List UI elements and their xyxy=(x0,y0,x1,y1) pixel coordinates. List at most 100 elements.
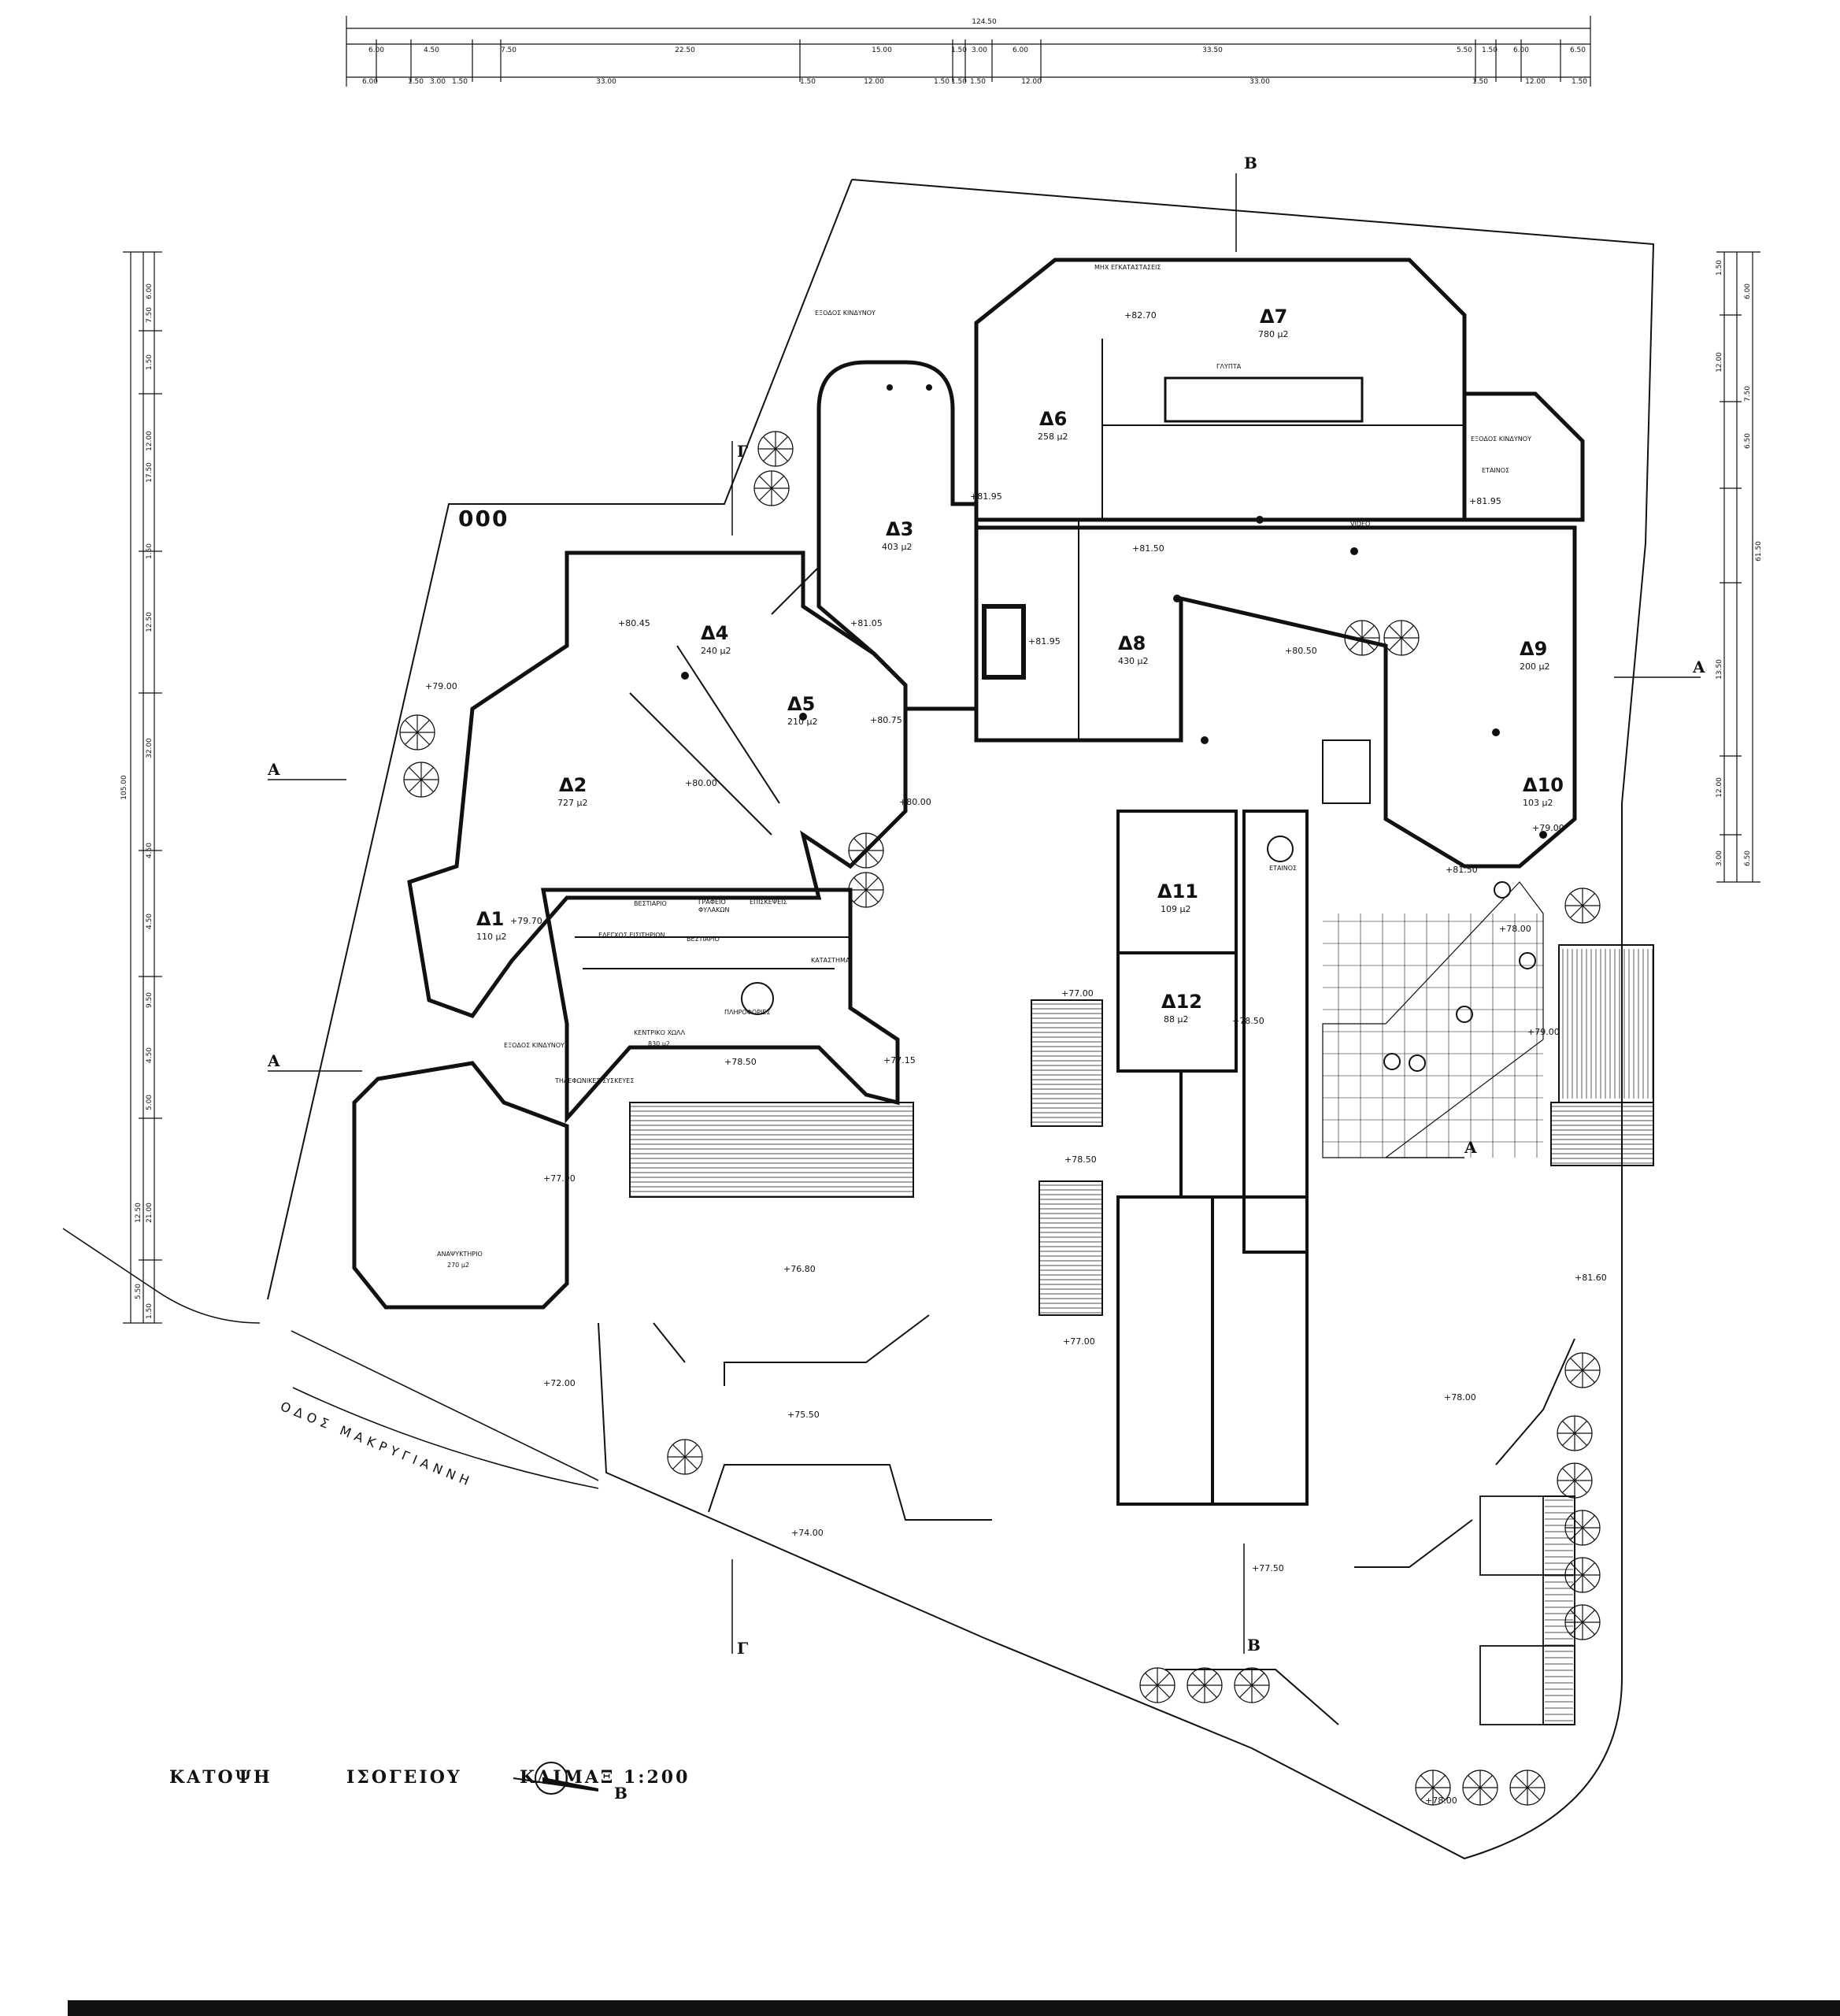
svg-text:+79.00: +79.00 xyxy=(425,681,457,691)
svg-text:3.00: 3.00 xyxy=(1716,850,1723,866)
label-foyer: ΚΕΝΤΡΙΚΟ ΧΩΛΛ xyxy=(634,1029,686,1036)
svg-text:12.00: 12.00 xyxy=(146,431,154,451)
section-a-west-1: Α xyxy=(267,760,280,779)
svg-text:1.50: 1.50 xyxy=(970,78,986,86)
svg-text:+78.50: +78.50 xyxy=(1232,1016,1264,1026)
svg-text:+80.75: +80.75 xyxy=(870,715,902,725)
section-b-north: Β xyxy=(1244,154,1257,172)
tree-icon xyxy=(1509,1770,1546,1806)
section-a-east-1: Α xyxy=(1692,658,1705,676)
terrace-step-lines xyxy=(630,949,1653,1314)
svg-text:+81.50: +81.50 xyxy=(1132,543,1164,554)
label-visits: ΕΠΙΣΚΕΨΕΙΣ xyxy=(750,899,787,906)
room-d1: Δ1 xyxy=(476,908,504,930)
svg-text:+78.50: +78.50 xyxy=(724,1057,757,1067)
room-d3: Δ3 xyxy=(886,518,913,540)
room-d7: Δ7 xyxy=(1260,306,1287,328)
room-d11: Δ11 xyxy=(1157,880,1198,902)
label-office-2: ΦΥΛΑΚΩΝ xyxy=(698,906,729,914)
svg-text:+79.70: +79.70 xyxy=(510,916,542,926)
site-symbol: 000 xyxy=(458,506,509,532)
north-label: Β xyxy=(614,1784,628,1803)
svg-text:12.50: 12.50 xyxy=(135,1203,143,1223)
label-shop: ΚΑΤΑΣΤΗΜΑ xyxy=(811,957,850,964)
landscape-walls xyxy=(653,1314,1575,1725)
exterior-walls xyxy=(352,258,1585,1310)
room-labels: Δ1 110 μ2 Δ2 727 μ2 Δ3 403 μ2 Δ4 240 μ2 … xyxy=(476,306,1564,1025)
tree-icon xyxy=(1187,1667,1223,1703)
svg-text:109 μ2: 109 μ2 xyxy=(1161,904,1191,914)
drawing-title: ΚΑΤΟΨΗ ΙΣΟΓΕΙΟΥ ΚΛΙΜΑΞ 1:200 xyxy=(169,1767,690,1788)
svg-text:+78.50: +78.50 xyxy=(1064,1154,1097,1165)
svg-text:5.50: 5.50 xyxy=(135,1284,143,1299)
svg-text:+81.95: +81.95 xyxy=(1028,636,1061,647)
svg-text:12.00: 12.00 xyxy=(1716,777,1723,798)
svg-text:6.00: 6.00 xyxy=(1013,46,1028,54)
tree-icon xyxy=(753,470,790,506)
title-level: ΙΣΟΓΕΙΟΥ xyxy=(346,1767,462,1788)
interior-walls xyxy=(575,339,1464,969)
section-markers xyxy=(268,173,1701,1654)
column-dots xyxy=(681,384,1547,839)
svg-text:+80.50: +80.50 xyxy=(1285,646,1317,656)
svg-text:403 μ2: 403 μ2 xyxy=(882,542,913,552)
svg-text:9.50: 9.50 xyxy=(146,992,154,1008)
dim-top-total: 124.50 xyxy=(972,18,997,26)
dim-top-row2: 6.00 1.50 3.00 1.50 33.00 1.50 12.00 1.5… xyxy=(362,78,1587,86)
svg-text:+77.00: +77.00 xyxy=(1063,1336,1095,1347)
label-cloakroom-2: ΒΕΣΤΙΑΡΙΟ xyxy=(687,936,720,943)
svg-text:+74.00: +74.00 xyxy=(791,1528,824,1538)
tree-icon xyxy=(1415,1770,1451,1806)
title-scale: ΚΛΙΜΑΞ 1:200 xyxy=(520,1767,690,1788)
svg-text:12.00: 12.00 xyxy=(864,78,884,86)
tree-icon xyxy=(757,431,794,467)
section-labels: Α Α Α Α Β Β Γ Γ xyxy=(267,154,1705,1658)
label-mech: ΜΗΧ ΕΓΚΑΤΑΣΤΑΣΕΙΣ xyxy=(1094,264,1161,271)
courtyard-paving xyxy=(1322,881,1544,1158)
svg-text:1.50: 1.50 xyxy=(800,78,816,86)
svg-text:5.00: 5.00 xyxy=(146,1095,154,1110)
svg-text:6.50: 6.50 xyxy=(1570,46,1586,54)
svg-text:4.50: 4.50 xyxy=(146,914,154,929)
section-g-south: Γ xyxy=(737,1639,748,1658)
svg-text:7.50: 7.50 xyxy=(1744,386,1752,402)
label-exit-east: ΕΞΟΔΟΣ ΚΙΝΔΥΝΟΥ xyxy=(1471,435,1531,443)
section-g-north: Γ xyxy=(737,442,748,461)
label-exit-north: ΕΞΟΔΟΣ ΚΙΝΔΥΝΟΥ xyxy=(815,309,876,317)
svg-text:3.00: 3.00 xyxy=(430,78,446,86)
tree-icon xyxy=(1564,888,1601,924)
label-video: VIDEO xyxy=(1350,521,1370,528)
svg-text:32.00: 32.00 xyxy=(146,738,154,758)
svg-text:13.50: 13.50 xyxy=(1716,659,1723,680)
section-b-south: Β xyxy=(1247,1636,1261,1655)
dim-left-row1: 6.00 7.50 1.50 12.00 17.50 1.50 12.50 32… xyxy=(135,284,154,1319)
north-arrow-icon xyxy=(513,1762,599,1795)
svg-text:6.00: 6.00 xyxy=(1744,284,1752,299)
svg-text:6.00: 6.00 xyxy=(362,78,378,86)
label-tickets: ΕΛΕΓΧΟΣ ΕΙΣΙΤΗΡΙΩΝ xyxy=(598,932,665,939)
svg-text:12.00: 12.00 xyxy=(1021,78,1042,86)
svg-text:+78.00: +78.00 xyxy=(1499,924,1531,934)
svg-text:6.00: 6.00 xyxy=(1513,46,1529,54)
svg-text:+77.50: +77.50 xyxy=(1252,1563,1284,1573)
svg-text:1.50: 1.50 xyxy=(146,354,154,370)
right-dimension-string xyxy=(1716,251,1760,883)
svg-text:12.00: 12.00 xyxy=(1525,78,1546,86)
tree-icon xyxy=(1564,1352,1601,1388)
room-d10: Δ10 xyxy=(1523,774,1564,796)
svg-text:5.50: 5.50 xyxy=(1457,46,1472,54)
svg-text:+81.60: +81.60 xyxy=(1575,1273,1607,1283)
label-stage: ΕΤΑΙΝΟΣ xyxy=(1482,467,1509,474)
svg-text:+78.00: +78.00 xyxy=(1444,1392,1476,1403)
tree-icon xyxy=(1557,1462,1593,1499)
label-office: ΓΡΑΦΕΙΟ xyxy=(698,899,726,906)
svg-text:+81.05: +81.05 xyxy=(850,618,883,628)
svg-text:7.50: 7.50 xyxy=(501,46,516,54)
tree-icon xyxy=(1139,1667,1175,1703)
section-a-east-2: Α xyxy=(1464,1138,1477,1157)
label-cloakroom: ΒΕΣΤΙΑΡΙΟ xyxy=(634,900,667,907)
room-d8: Δ8 xyxy=(1118,632,1146,654)
svg-text:+81.95: +81.95 xyxy=(1469,496,1501,506)
label-stage-2: ΕΤΑΙΝΟΣ xyxy=(1269,865,1297,872)
svg-text:+80.00: +80.00 xyxy=(899,797,931,807)
